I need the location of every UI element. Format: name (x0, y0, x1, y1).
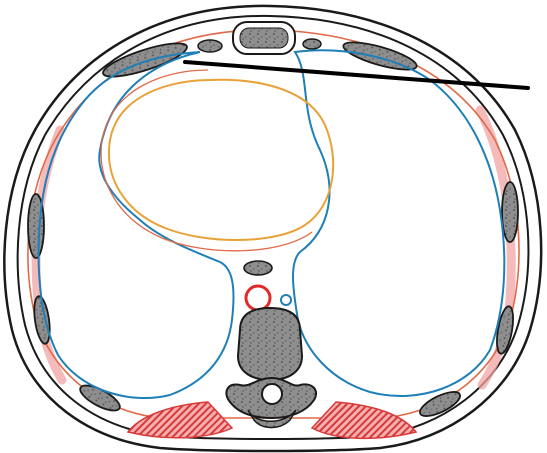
spinal-canal (262, 384, 282, 404)
rib-left-mid (502, 182, 518, 242)
costal-cartilage-right (198, 40, 222, 52)
aorta (246, 286, 270, 310)
sternum-marrow (240, 28, 288, 48)
esophagus (244, 261, 272, 275)
azygos-vein (281, 295, 291, 305)
costal-cartilage-left (303, 39, 321, 49)
vertebral-body (238, 308, 302, 380)
